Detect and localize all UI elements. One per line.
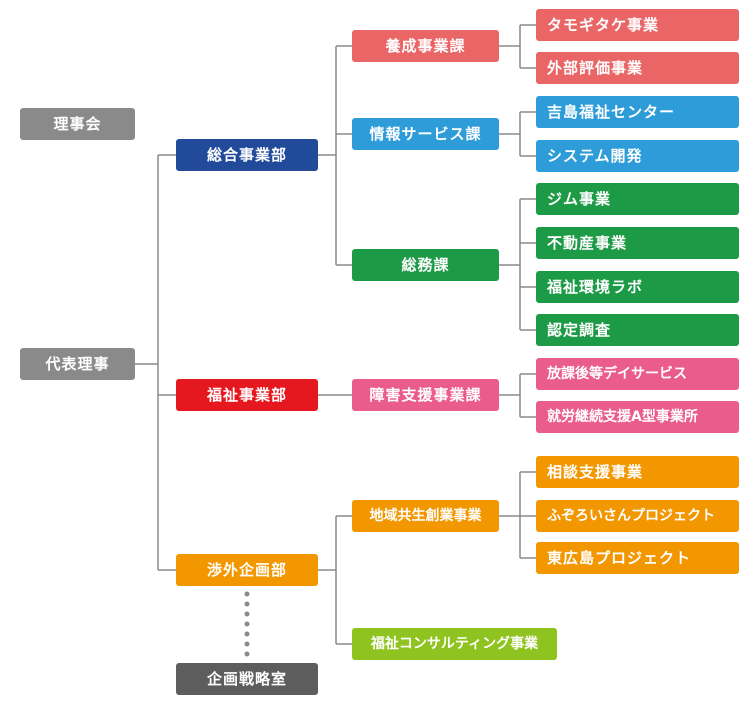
node-tamogitake: タモギタケ事業 bbox=[536, 9, 739, 41]
node-general-dept: 総合事業部 bbox=[176, 139, 318, 171]
node-representative: 代表理事 bbox=[20, 348, 135, 380]
node-external-eval: 外部評価事業 bbox=[536, 52, 739, 84]
node-welfare-consulting: 福祉コンサルティング事業 bbox=[352, 628, 557, 660]
dotted-line-strategy bbox=[244, 591, 250, 657]
node-welfare-lab: 福祉環境ラボ bbox=[536, 271, 739, 303]
node-system-dev: システム開発 bbox=[536, 140, 739, 172]
node-strategy-office: 企画戦略室 bbox=[176, 663, 318, 695]
node-training-section: 養成事業課 bbox=[352, 30, 499, 62]
line-rep-to-depts bbox=[134, 154, 176, 571]
node-employment-a: 就労継続支援A型事業所 bbox=[536, 401, 739, 433]
node-higashihiroshima: 東広島プロジェクト bbox=[536, 542, 739, 574]
node-gym: ジム事業 bbox=[536, 183, 739, 215]
node-consultation: 相談支援事業 bbox=[536, 456, 739, 488]
node-external-dept: 渉外企画部 bbox=[176, 554, 318, 586]
line-general-to-sections bbox=[318, 45, 352, 266]
node-info-section: 情報サービス課 bbox=[352, 118, 499, 150]
line-training-to-items bbox=[499, 24, 536, 69]
line-info-to-items bbox=[499, 111, 536, 157]
node-real-estate: 不動産事業 bbox=[536, 227, 739, 259]
node-fuzoroi: ふぞろいさんプロジェクト bbox=[536, 500, 739, 532]
node-certification: 認定調査 bbox=[536, 314, 739, 346]
node-board: 理事会 bbox=[20, 108, 135, 140]
node-yoshijima-center: 吉島福祉センター bbox=[536, 96, 739, 128]
line-disability-to-items bbox=[499, 373, 536, 418]
node-welfare-dept: 福祉事業部 bbox=[176, 379, 318, 411]
line-affairs-to-items bbox=[499, 198, 536, 331]
node-disability-section: 障害支援事業課 bbox=[352, 379, 499, 411]
node-affairs-section: 総務課 bbox=[352, 249, 499, 281]
line-external-to-sections bbox=[318, 515, 352, 645]
line-regional-to-items bbox=[499, 471, 536, 559]
node-after-school: 放課後等デイサービス bbox=[536, 358, 739, 390]
node-regional-section: 地域共生創業事業 bbox=[352, 500, 499, 532]
